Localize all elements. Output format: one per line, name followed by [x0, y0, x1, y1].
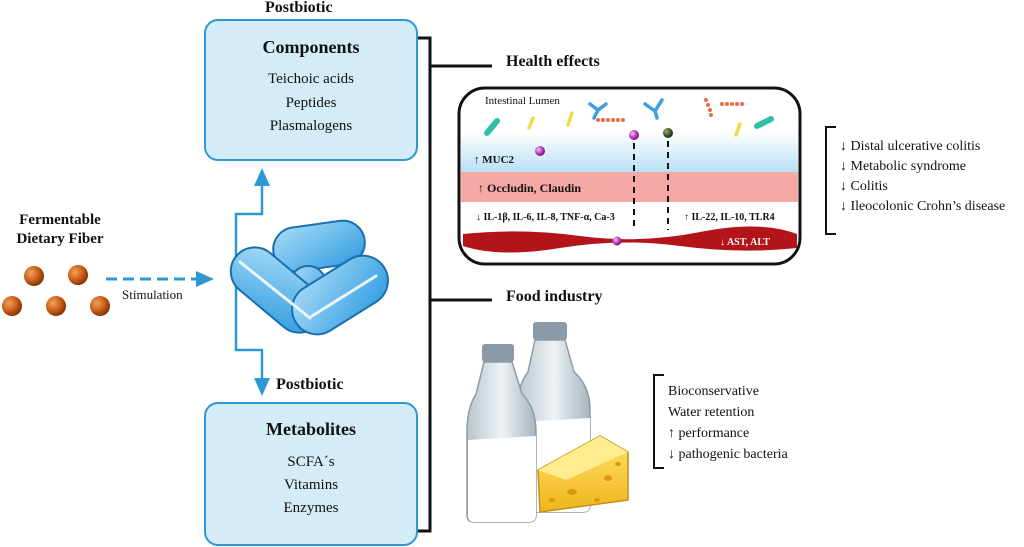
intestine-panel — [457, 86, 802, 266]
intestinal-lumen-label: Intestinal Lumen — [485, 95, 560, 107]
il-down-label: ↓ IL-1β, IL-6, IL-8, TNF-α, Ca-3 — [476, 212, 615, 223]
health-effects-bracket — [825, 126, 836, 235]
food-industry-title: Food industry — [506, 288, 603, 305]
lumen-bacteria — [484, 98, 774, 137]
stimulation-label: Stimulation — [122, 287, 183, 302]
fiber-title: Fermentable Dietary Fiber — [2, 211, 118, 249]
health-effect-item: ↓ Distal ulcerative colitis — [840, 139, 981, 154]
component-item: Teichoic acids — [268, 71, 354, 87]
food-effect-item: ↑ performance — [668, 426, 750, 441]
bottom-postbiotic-header: Postbiotic — [276, 376, 344, 393]
fiber-title-line2: Dietary Fiber — [16, 231, 104, 247]
occludin-label: ↑ Occludin, Claudin — [478, 181, 582, 195]
components-title: Components — [262, 37, 360, 57]
ast-alt-label: ↓ AST, ALT — [720, 237, 770, 248]
components-box — [204, 19, 418, 161]
top-postbiotic-header: Postbiotic — [265, 0, 333, 16]
food-effect-item: ↓ pathogenic bacteria — [668, 447, 788, 462]
fiber-title-line1: Fermentable — [19, 212, 101, 228]
food-effects-bracket — [653, 374, 664, 469]
health-effects-title: Health effects — [506, 53, 600, 70]
metabolite-item: SCFA´s — [287, 454, 335, 470]
food-effect-item: Water retention — [668, 405, 755, 420]
food-effects-list: Bioconservative Water retention ↑ perfor… — [668, 381, 788, 465]
metabolites-box — [204, 402, 418, 546]
metabolite-item: Enzymes — [283, 500, 339, 516]
fiber-ball — [46, 296, 66, 316]
health-effect-item: ↓ Metabolic syndrome — [840, 159, 966, 174]
probiotic-bacteria-icon — [229, 219, 389, 336]
component-item: Plasmalogens — [269, 118, 353, 134]
postbiotic-molecules — [535, 128, 673, 230]
fiber-ball — [2, 296, 22, 316]
component-item: Peptides — [285, 95, 337, 111]
health-effect-item: ↓ Ileocolonic Crohn’s disease — [840, 199, 1006, 214]
muc2-label: ↑ MUC2 — [474, 154, 515, 166]
stimulation-arrow — [106, 271, 214, 287]
health-effects-list: ↓ Distal ulcerative colitis ↓ Metabolic … — [840, 137, 1005, 217]
metabolites-title: Metabolites — [266, 419, 356, 439]
fiber-ball — [68, 265, 88, 285]
fiber-ball — [24, 266, 44, 286]
main-bracket — [416, 36, 492, 533]
fiber-ball — [90, 296, 110, 316]
cheese-icon — [537, 435, 629, 513]
fiber-particles — [2, 265, 110, 316]
food-effect-item: Bioconservative — [668, 384, 759, 399]
health-effect-item: ↓ Colitis — [840, 179, 888, 194]
metabolite-item: Vitamins — [283, 477, 339, 493]
il-up-label: ↑ IL-22, IL-10, TLR4 — [684, 212, 775, 223]
